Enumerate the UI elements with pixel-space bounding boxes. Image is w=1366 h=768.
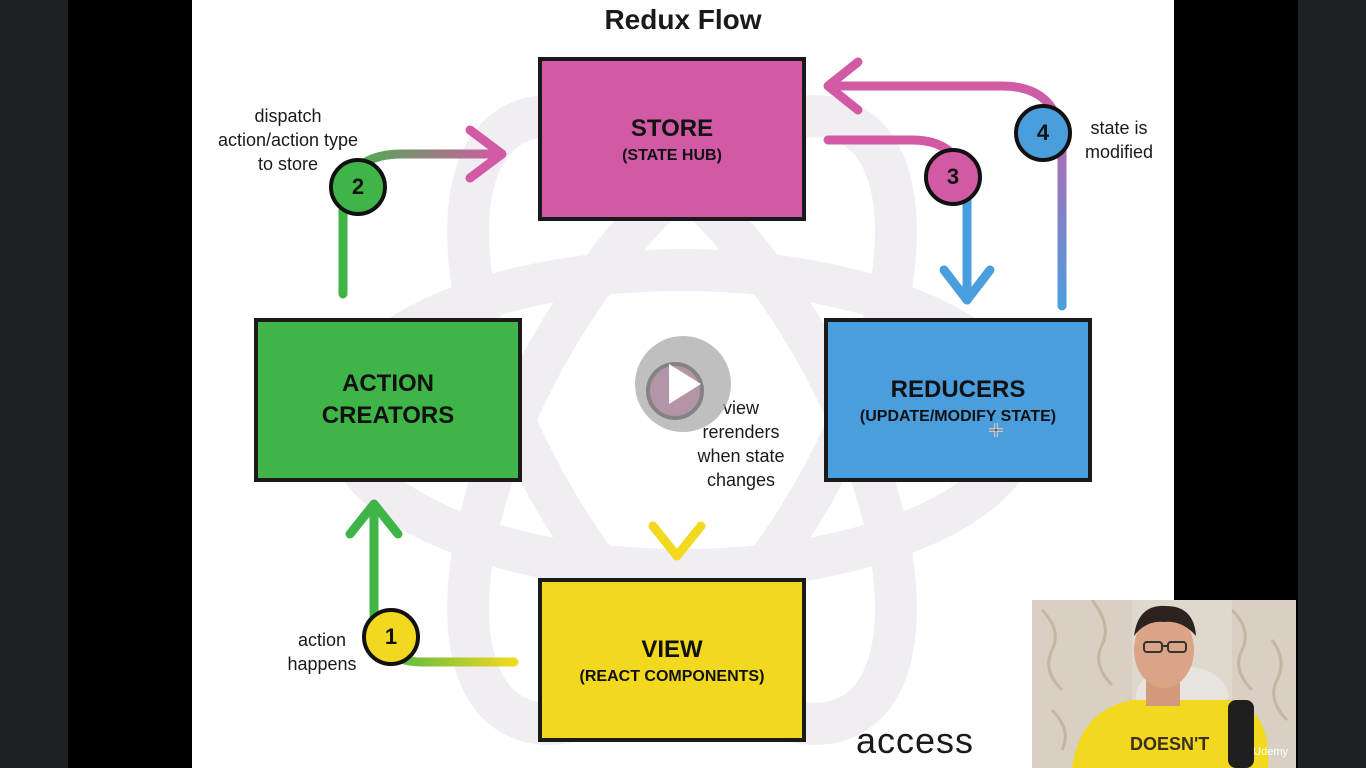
step-5-note-line1: view bbox=[722, 398, 759, 418]
step-5-note-line4: changes bbox=[706, 470, 776, 490]
udemy-watermark: Udemy bbox=[1253, 746, 1288, 758]
store-subtitle: (STATE HUB) bbox=[622, 147, 722, 164]
step-1-badge: 1 bbox=[362, 608, 420, 666]
view-subtitle: (REACT COMPONENTS) bbox=[579, 668, 765, 685]
action-creators-line2: CREATORS bbox=[321, 402, 455, 429]
reducers-title: REDUCERS bbox=[890, 376, 1026, 403]
reducers-subtitle: (UPDATE/MODIFY STATE) bbox=[859, 408, 1057, 425]
step-4-note-line2: modified bbox=[1084, 142, 1154, 162]
step-2-note-line1: dispatch bbox=[254, 106, 322, 126]
presenter-video: DOESN'T bbox=[1032, 600, 1296, 768]
store-box: STORE (STATE HUB) bbox=[538, 57, 806, 221]
cursor-crosshair-icon bbox=[989, 423, 1003, 437]
step-4-note: state is modified bbox=[1076, 116, 1162, 164]
step-5-note-line3: when state bbox=[697, 446, 785, 466]
step-2-note: dispatch action/action type to store bbox=[196, 104, 380, 176]
webcam-overlay: DOESN'T Udemy bbox=[1032, 600, 1296, 768]
step-4-badge: 4 bbox=[1014, 104, 1072, 162]
shirt-text: DOESN'T bbox=[1130, 734, 1209, 754]
reducers-box: REDUCERS (UPDATE/MODIFY STATE) bbox=[824, 318, 1092, 482]
step-1-note: action happens bbox=[274, 628, 370, 676]
step-4-note-line1: state is bbox=[1090, 118, 1148, 138]
brand-logo: access bbox=[856, 720, 975, 761]
view-box: VIEW (REACT COMPONENTS) bbox=[538, 578, 806, 742]
step-2-badge: 2 bbox=[329, 158, 387, 216]
step-5-note: view rerenders when state changes bbox=[688, 396, 794, 492]
action-creators-box: ACTION CREATORS bbox=[254, 318, 522, 482]
store-title: STORE bbox=[630, 115, 714, 142]
step-2-note-line3: to store bbox=[257, 154, 319, 174]
video-bar-left bbox=[68, 0, 192, 768]
step-2-note-line2: action/action type bbox=[217, 130, 359, 150]
play-icon bbox=[669, 364, 701, 404]
step-1-note-line1: action bbox=[297, 630, 347, 650]
slide-title: Redux Flow bbox=[604, 4, 762, 35]
letterbox-left bbox=[0, 0, 68, 768]
action-creators-line1: ACTION bbox=[342, 370, 434, 397]
step-5-note-line2: rerenders bbox=[702, 422, 780, 442]
step-3-badge: 3 bbox=[924, 148, 982, 206]
play-button[interactable] bbox=[635, 336, 731, 432]
step-1-note-line2: happens bbox=[287, 654, 357, 674]
view-title: VIEW bbox=[641, 636, 703, 663]
video-frame[interactable]: Redux Flow STORE (STATE HUB) ACTION CREA… bbox=[192, 0, 1174, 768]
letterbox-right bbox=[1298, 0, 1366, 768]
